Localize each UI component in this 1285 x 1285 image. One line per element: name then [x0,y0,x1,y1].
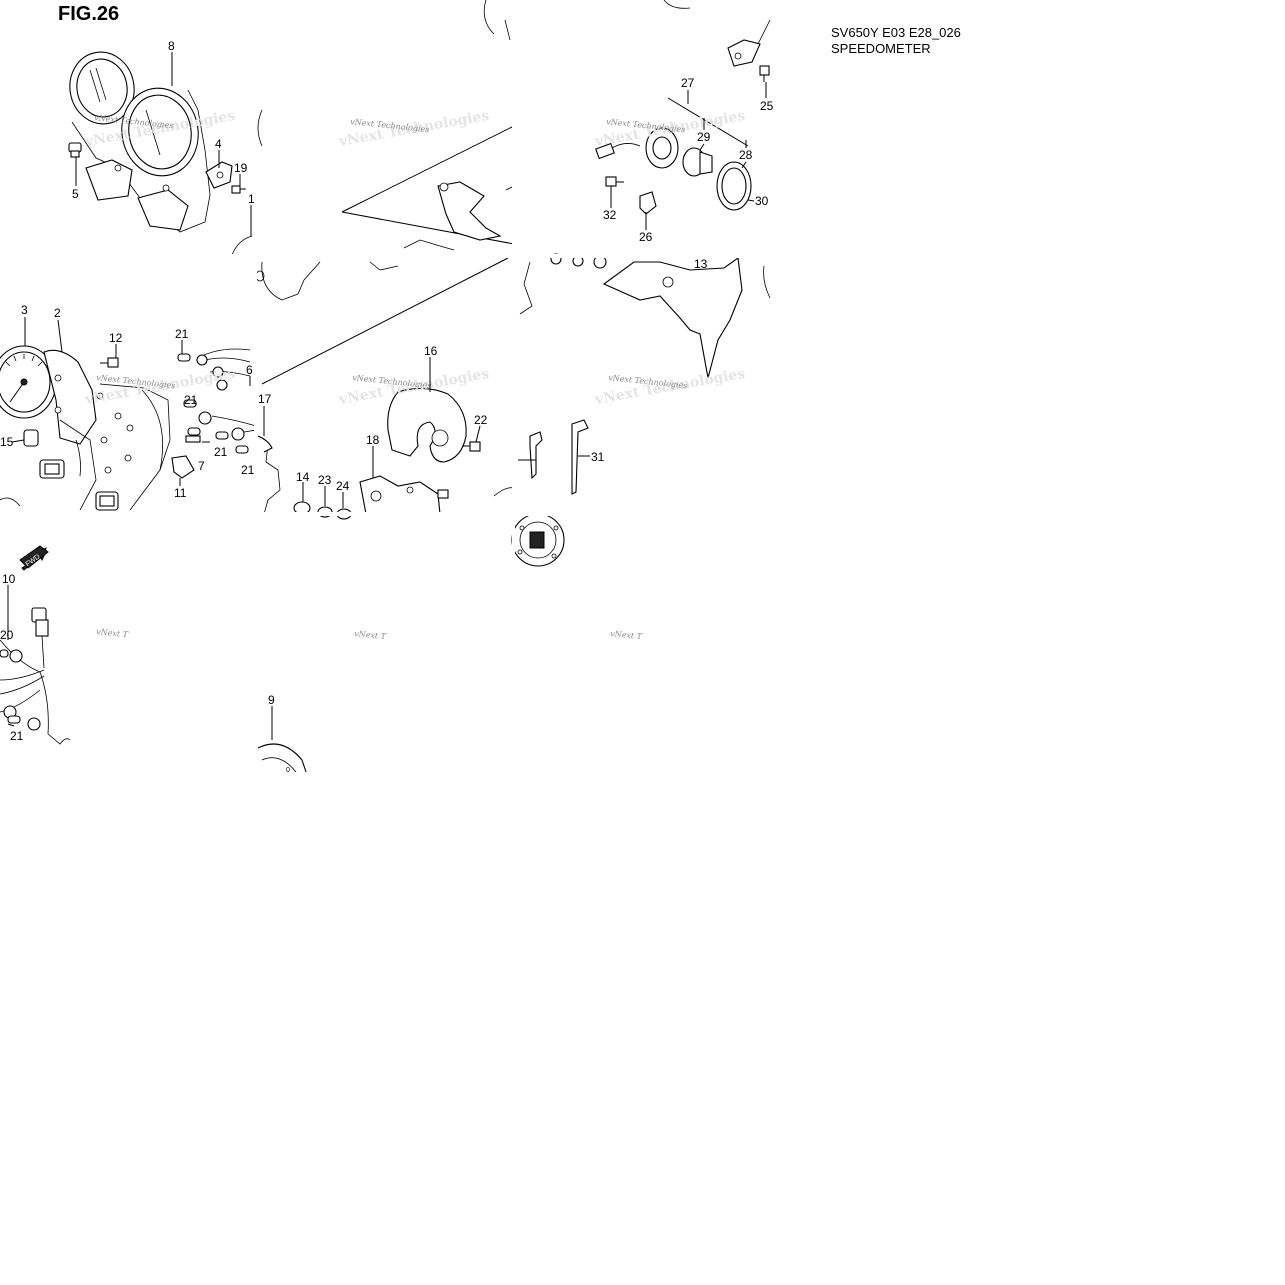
callout-26: 26 [639,230,653,244]
callout-8: 8 [168,39,175,53]
figure-name: SPEEDOMETER [831,41,931,56]
callout-21c: 21 [214,445,228,459]
part-19-screw [231,185,246,194]
callout-2: 2 [54,306,61,320]
callout-3: 3 [21,303,28,317]
meter-lower-case [0,383,171,511]
part-12-screw [100,357,119,368]
callout-17: 17 [258,392,272,406]
callout-18: 18 [366,433,380,447]
figure-code: SV650Y E03 E28_026 [831,25,961,40]
figure-code-block: SV650Y E03 E28_026 SPEEDOMETER [831,25,961,57]
part-16-plate [387,387,467,463]
callout-23: 23 [318,473,332,487]
svg-text:vNext T: vNext T [96,627,129,639]
fwd-arrow: FWD [19,545,49,571]
callout-5: 5 [72,187,79,201]
callout-20: 20 [0,628,14,642]
callout-27: 27 [681,76,695,90]
callout-1: 1 [248,192,255,206]
tile-9-gear [511,513,565,567]
callout-12: 12 [109,331,123,345]
part-15-grommet [23,429,39,447]
part-22-screw [462,441,481,452]
callout-13: 13 [694,257,708,271]
part-28-lens [716,161,752,211]
part-27-socket-set [595,90,749,169]
callout-30: 30 [755,194,769,208]
callout-21a: 21 [175,327,189,341]
callout-22: 22 [474,413,488,427]
callout-25: 25 [760,99,774,113]
part-18-bracket [359,475,441,515]
callout-21e: 21 [10,729,24,743]
callout-6: 6 [246,363,253,377]
tile-2-fragments [257,0,515,251]
callout-32: 32 [603,208,617,222]
part-32-screw [605,176,624,187]
part-25-screw [759,65,770,82]
tile-3-fragments [663,0,771,67]
leader-lines [7,52,767,740]
part-13-bracket [602,257,743,379]
part-10-harness [0,607,71,745]
part-3-tachometer [0,345,57,419]
part-2-meter-housing [43,349,97,445]
tile-6-clip [518,431,543,480]
part-29-bulb [682,147,713,177]
part-5-grommet [68,142,82,158]
tile-seams [0,0,772,772]
callout-10: 10 [2,572,16,586]
part-17-clip [257,435,273,453]
part-26-clip [639,191,657,215]
callout-31: 31 [591,450,605,464]
tile-5-bolt [437,489,449,499]
wiring-bulbs [177,348,257,454]
watermarks: vNext Technologies vNext Technologies vN… [83,108,747,642]
callout-21b: 21 [184,393,198,407]
svg-text:vNext T: vNext T [610,629,643,641]
part-9-gauge-fragment: 0 [257,743,307,774]
svg-text:0: 0 [286,767,290,774]
callout-4: 4 [215,137,222,151]
callout-14: 14 [296,470,310,484]
part-31-rod [571,419,589,495]
figure-title: FIG.26 [58,3,120,25]
callout-19: 19 [234,161,248,175]
callout-15: 15 [0,435,14,449]
callout-11: 11 [174,486,187,500]
callout-28: 28 [739,148,753,162]
callout-9: 9 [268,693,275,707]
callout-29: 29 [697,130,711,144]
callout-21d: 21 [241,463,255,477]
callouts: 8 4 19 5 1 27 25 29 28 30 32 26 13 3 2 1… [0,39,774,743]
callout-16: 16 [424,344,438,358]
tile-6-gear-fragment [493,487,515,497]
svg-text:vNext T: vNext T [354,629,387,641]
meter-case-assembly [69,51,211,233]
part-11-bracket [171,455,195,479]
callout-7: 7 [198,459,205,473]
callout-24: 24 [336,479,350,493]
